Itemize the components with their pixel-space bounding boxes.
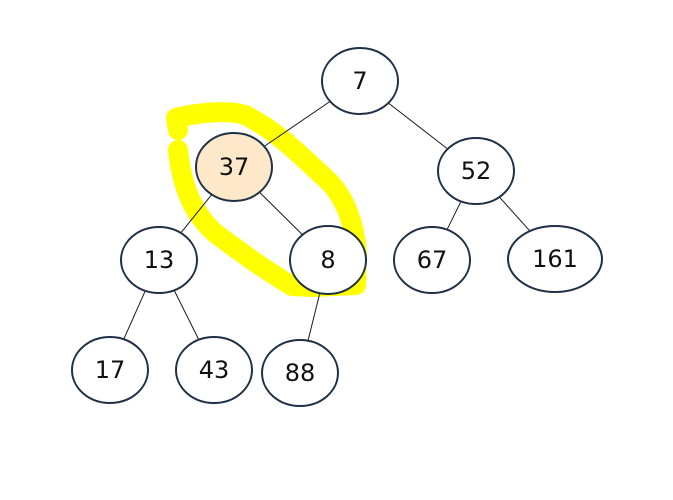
tree-node-52: 52: [437, 137, 515, 205]
node-circle-17: [71, 336, 149, 404]
edge-n7-n52: [388, 102, 448, 150]
tree-node-161: 161: [507, 225, 603, 293]
node-layer: 7 37 52 13 8 67 161 17 43 88: [71, 47, 603, 407]
node-label-8: 8: [320, 246, 335, 274]
edge-n7-n37: [263, 100, 331, 147]
tree-node-8: 8: [289, 225, 367, 295]
node-label-17: 17: [95, 356, 126, 384]
node-circle-52: [437, 137, 515, 205]
highlight-marker-stroke: [166, 102, 367, 297]
node-label-161: 161: [532, 245, 578, 273]
edge-n37-n13: [180, 194, 213, 234]
edge-n52-n67: [446, 201, 462, 230]
node-label-52: 52: [461, 157, 492, 185]
node-circle-37: [195, 132, 273, 202]
node-circle-13: [120, 226, 198, 294]
node-label-7: 7: [352, 67, 367, 95]
node-label-37: 37: [219, 153, 250, 181]
node-circle-8: [289, 225, 367, 295]
tree-node-7: 7: [321, 47, 399, 115]
node-circle-161: [507, 225, 603, 293]
tree-node-17: 17: [71, 336, 149, 404]
edge-n52-n161: [498, 196, 531, 232]
tree-node-37: 37: [195, 132, 273, 202]
edge-n37-n8: [259, 191, 303, 236]
tree-node-13: 13: [120, 226, 198, 294]
tree-node-67: 67: [393, 226, 471, 294]
node-label-13: 13: [144, 246, 175, 274]
node-circle-88: [261, 339, 339, 407]
node-label-67: 67: [417, 246, 448, 274]
edge-n13-n43: [173, 290, 200, 340]
edge-n13-n17: [123, 290, 146, 340]
edge-layer: [123, 100, 531, 341]
highlight-marker-layer: [166, 102, 367, 297]
node-label-88: 88: [285, 359, 316, 387]
edge-n8-n88: [307, 293, 321, 341]
node-circle-7: [321, 47, 399, 115]
tree-node-88: 88: [261, 339, 339, 407]
tree-node-43: 43: [175, 336, 253, 404]
node-circle-43: [175, 336, 253, 404]
node-label-43: 43: [199, 356, 230, 384]
node-circle-67: [393, 226, 471, 294]
